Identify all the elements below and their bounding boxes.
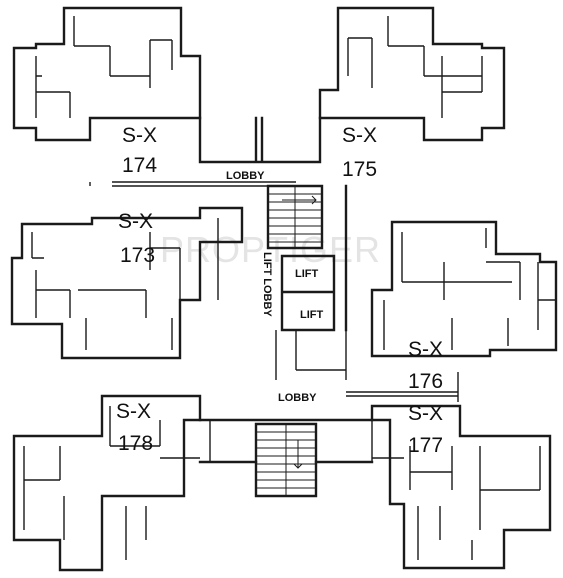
- lobby-bottom-label: LOBBY: [278, 392, 317, 404]
- lift-2-label: LIFT: [300, 309, 323, 321]
- unit-175-outline: [318, 6, 506, 142]
- unit-176-outline: [370, 220, 558, 358]
- unit-174-code: S-X: [122, 124, 157, 147]
- unit-177-code: S-X: [408, 402, 443, 425]
- corridor-bottom: [198, 372, 459, 464]
- unit-176-code: S-X: [408, 338, 443, 361]
- corridor-top: [89, 116, 322, 187]
- lift-core: [275, 184, 348, 380]
- unit-177-outline: [370, 404, 552, 570]
- unit-178-code: S-X: [116, 400, 151, 423]
- unit-174-number: 174: [122, 154, 157, 177]
- stair-bottom: [254, 422, 318, 498]
- unit-173-outline: [10, 206, 244, 360]
- unit-176-number: 176: [408, 370, 443, 393]
- unit-173-number: 173: [120, 244, 155, 267]
- unit-177-number: 177: [408, 434, 443, 457]
- watermark-text: PROPTIGER: [160, 229, 381, 270]
- unit-175-number: 175: [342, 158, 377, 181]
- unit-178-number: 178: [118, 432, 153, 455]
- unit-174-outline: [12, 6, 202, 142]
- lift-1-label: LIFT: [295, 268, 318, 280]
- stair-top: [266, 184, 324, 250]
- unit-178-outline: [12, 394, 211, 572]
- unit-173-code: S-X: [118, 210, 153, 233]
- lobby-top-label: LOBBY: [226, 170, 265, 182]
- unit-175-code: S-X: [342, 124, 377, 147]
- lift-lobby-label: LIFT LOBBY: [261, 252, 273, 317]
